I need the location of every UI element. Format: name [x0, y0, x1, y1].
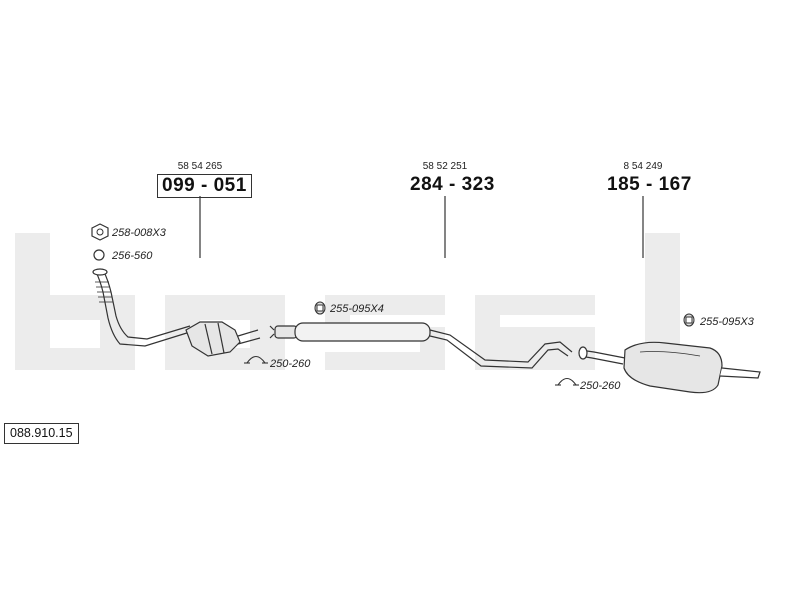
middle-pipe-part	[269, 322, 573, 369]
rear-muffler-part	[578, 341, 761, 394]
nut-icon-hole	[96, 228, 104, 236]
accessory-label-gasket[interactable]: 256-560	[112, 250, 153, 262]
accessory-label-hanger-rear[interactable]: 255-095X3	[700, 316, 754, 328]
pipe-clamp-icon	[244, 355, 268, 364]
accessory-label-clamp-front[interactable]: 250-260	[270, 358, 311, 370]
rubber-hanger-icon	[683, 313, 695, 327]
oem-number-middle: 58 52 251	[422, 161, 468, 172]
accessory-label-nut[interactable]: 258-008X3	[112, 227, 166, 239]
front-pipe-part	[92, 268, 191, 347]
accessory-label-hanger-middle[interactable]: 255-095X4	[330, 303, 384, 315]
part-number-middle[interactable]: 284 - 323	[410, 174, 495, 195]
part-number-catalytic[interactable]: 099 - 051	[157, 174, 252, 198]
accessory-label-clamp-rear[interactable]: 250-260	[580, 380, 621, 392]
pipe-clamp-icon	[555, 377, 579, 386]
part-number-rear[interactable]: 185 - 167	[607, 174, 692, 195]
oem-number-catalytic: 58 54 265	[177, 161, 223, 172]
rubber-hanger-icon	[314, 301, 326, 315]
catalytic-converter-part	[185, 321, 261, 357]
diagram-code-label: 088.910.15	[4, 423, 79, 444]
oem-number-rear: 8 54 249	[623, 161, 663, 172]
gasket-ring-icon	[93, 249, 105, 261]
